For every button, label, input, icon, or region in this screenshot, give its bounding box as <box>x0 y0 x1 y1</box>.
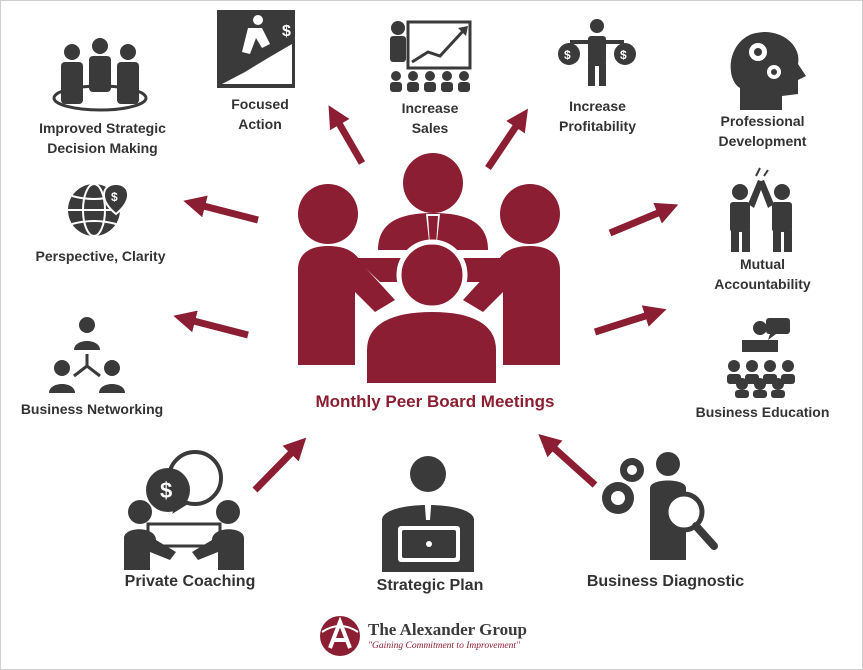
arrow-to-focused-action <box>328 105 366 165</box>
brand-tagline: "Gaining Commitment to Improvement" <box>368 641 520 651</box>
magnifier-gears-icon <box>602 452 718 560</box>
money-bags-icon: $ $ <box>558 19 636 86</box>
alexander-logo-icon <box>320 616 360 656</box>
globe-dollar-pin-icon: $ <box>68 182 129 237</box>
stairs-runner-icon: $ <box>217 10 295 88</box>
coaching-chat-icon: $ <box>124 450 244 570</box>
label-strategic-plan: Strategic Plan <box>376 577 484 594</box>
arrow-to-business-education <box>593 305 667 336</box>
arrow-to-business-networking <box>173 310 249 339</box>
svg-text:$: $ <box>564 48 571 62</box>
arrow-to-increase-sales <box>485 108 529 170</box>
arrows <box>173 105 679 493</box>
brand-name: The Alexander Group <box>368 620 528 639</box>
network-people-icon <box>49 317 125 393</box>
label-private-coaching: Private Coaching <box>124 573 256 590</box>
label-business-education: Business Education <box>695 404 830 420</box>
label-perspective-clarity: Perspective, Clarity <box>35 248 166 264</box>
lecture-icon <box>727 318 795 398</box>
arrow-to-private-coaching <box>252 437 307 493</box>
laptop-person-icon <box>382 456 474 572</box>
arrow-to-mutual-accountability <box>608 202 679 237</box>
presentation-chart-icon <box>390 20 472 92</box>
center-label: Monthly Peer Board Meetings <box>315 392 555 411</box>
team-icon <box>52 38 148 112</box>
svg-text:$: $ <box>111 190 118 204</box>
svg-text:$: $ <box>620 48 627 62</box>
arrow-to-business-diagnostic <box>538 434 598 488</box>
label-business-networking: Business Networking <box>20 401 164 417</box>
label-business-diagnostic: Business Diagnostic <box>586 573 745 590</box>
brand-block: The Alexander Group "Gaining Commitment … <box>368 620 527 651</box>
head-gears-icon <box>730 32 806 110</box>
meeting-icon <box>298 153 560 387</box>
high-five-icon <box>730 167 792 252</box>
svg-text:$: $ <box>160 478 172 503</box>
svg-text:$: $ <box>282 23 291 40</box>
arrow-to-perspective-clarity <box>183 195 259 224</box>
